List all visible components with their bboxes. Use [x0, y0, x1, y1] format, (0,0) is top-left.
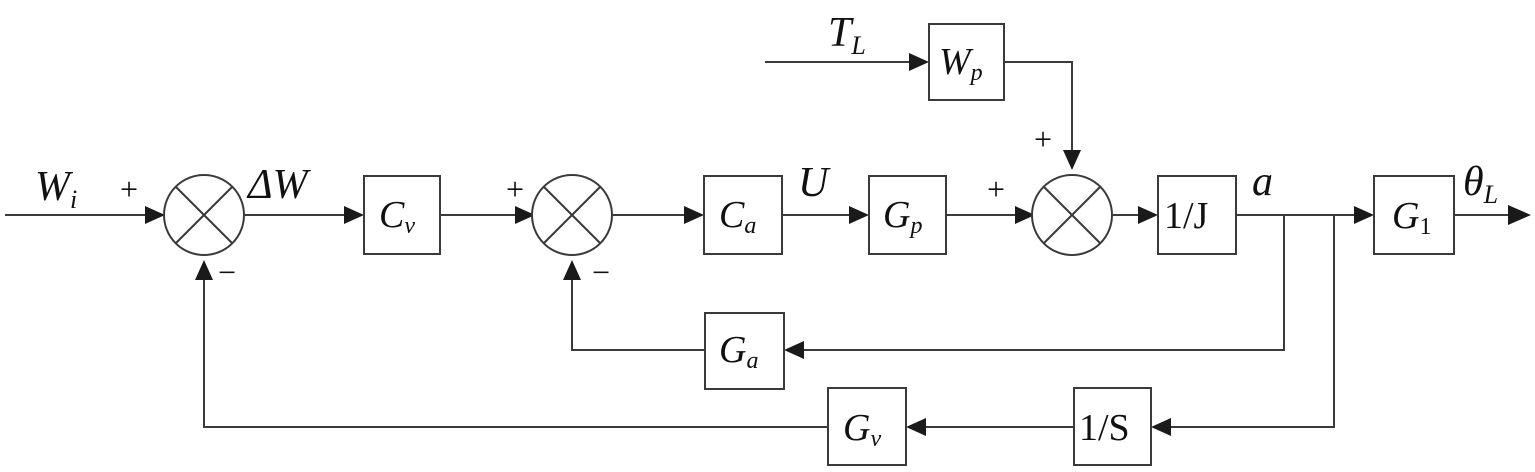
sign-sum3-input: +	[987, 171, 1005, 207]
arrow-into-gv	[906, 418, 926, 436]
arrow-into-sum2-bottom	[563, 260, 581, 280]
svg-text:Gv: Gv	[843, 407, 881, 452]
wire-velocity-feedback	[1163, 215, 1335, 428]
svg-text:1/J: 1/J	[1164, 195, 1208, 237]
block-wp: Wp	[928, 23, 1005, 101]
label-input: Wi	[35, 164, 77, 214]
block-ga: Ga	[704, 312, 785, 390]
block-gp: Gp	[868, 175, 947, 255]
sign-sum3-top: +	[1034, 121, 1052, 157]
sum-junction-3	[1031, 174, 1113, 256]
sign-sum1-feedback: −	[218, 254, 236, 290]
block-gv: Gv	[827, 387, 907, 466]
block-cv: Cv	[363, 175, 441, 255]
arrow-into-sum2	[515, 206, 535, 224]
block-g1: G1	[1373, 175, 1455, 255]
signal-wires	[5, 61, 1512, 428]
sum-junction-2	[531, 174, 613, 256]
arrow-into-gp	[849, 206, 869, 224]
svg-text:Ca: Ca	[719, 194, 756, 239]
arrow-into-invs	[1151, 418, 1171, 436]
arrow-into-sum3-top	[1063, 150, 1081, 170]
block-inverse-s: 1/S	[1073, 387, 1152, 466]
block-inverse-j: 1/J	[1157, 175, 1237, 255]
svg-text:Gp: Gp	[883, 194, 922, 239]
wire-gv-sum1	[203, 272, 828, 428]
arrow-into-ga	[784, 341, 804, 359]
sign-sum1-input: +	[120, 171, 138, 207]
label-acceleration: a	[1252, 159, 1273, 205]
sign-sum2-input: +	[506, 171, 524, 207]
arrow-into-sum1-bottom	[195, 260, 213, 280]
block-ca: Ca	[703, 175, 783, 255]
label-output: θL	[1463, 159, 1498, 209]
wire-wp-sum3	[1004, 61, 1073, 158]
svg-text:Cv: Cv	[379, 194, 415, 239]
arrow-into-sum3	[1015, 206, 1035, 224]
label-error: ΔW	[246, 162, 312, 208]
arrow-into-ca	[684, 206, 704, 224]
label-control: U	[798, 160, 831, 206]
arrowheads	[145, 53, 1531, 436]
arrow-output	[1508, 205, 1531, 225]
svg-text:1/S: 1/S	[1079, 407, 1130, 449]
wire-ga-sum2	[571, 272, 705, 351]
arrow-into-invj	[1138, 206, 1158, 224]
wire-accel-feedback	[796, 215, 1285, 351]
svg-text:Wp: Wp	[939, 41, 983, 86]
svg-text:G1: G1	[1392, 195, 1431, 240]
arrow-into-sum1	[145, 206, 165, 224]
sum-junction-1	[163, 174, 245, 256]
arrow-into-cv	[344, 206, 364, 224]
sign-sum2-feedback: −	[592, 254, 610, 290]
svg-text:Ga: Ga	[719, 329, 758, 374]
label-disturbance: TL	[828, 10, 866, 60]
arrow-into-wp	[909, 53, 929, 71]
arrow-into-g1	[1354, 206, 1374, 224]
